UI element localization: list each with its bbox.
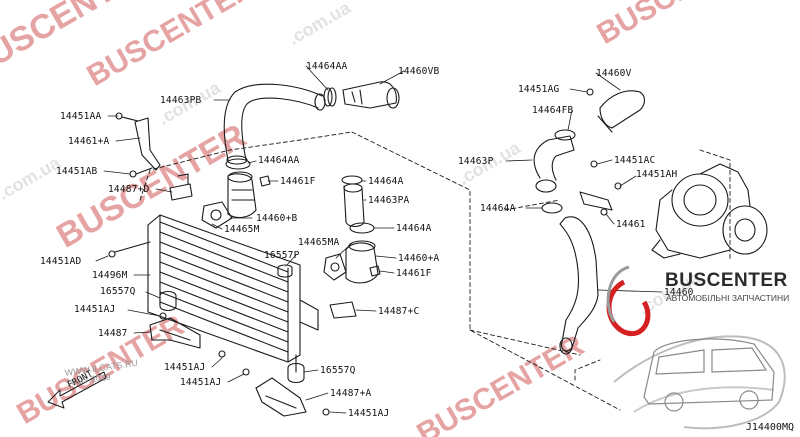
logo-arc <box>606 265 630 323</box>
callout-label[interactable]: 14464AA <box>306 61 348 72</box>
clamp-14464a-right <box>541 202 563 214</box>
mount-16557q-lower <box>287 362 305 384</box>
pipe-14460a <box>345 240 379 284</box>
callout-label[interactable]: 14451AJ <box>164 362 206 373</box>
callout-label[interactable]: 14460V <box>596 68 632 79</box>
callout-label[interactable]: 14487+A <box>330 388 372 399</box>
callout-label[interactable]: 14451AG <box>518 84 560 95</box>
bolt-14451ad <box>108 241 151 258</box>
bracket-14487d <box>169 173 193 201</box>
callout-label[interactable]: 14461F <box>280 176 316 187</box>
callout-label[interactable]: 14451AC <box>614 155 656 166</box>
brand-tagline: АВТОМОБІЛЬНІ ЗАПЧАСТИНИ <box>666 293 790 303</box>
callout-label[interactable]: 14464FB <box>532 105 574 116</box>
callout-label[interactable]: 14460+A <box>398 253 440 264</box>
pipe-14460b <box>227 171 257 219</box>
callout-label[interactable]: 14461+A <box>68 136 110 147</box>
callout-label[interactable]: 14464A <box>396 223 432 234</box>
logo-wave <box>613 335 786 430</box>
callout-label[interactable]: 14465M <box>224 224 260 235</box>
callout-label[interactable]: 14464AA <box>258 155 300 166</box>
callout-label[interactable]: 14461 <box>616 219 646 230</box>
intercooler-14496m <box>147 214 319 373</box>
callout-label[interactable]: 14460 <box>664 287 694 298</box>
callout-label[interactable]: 14451AJ <box>348 408 390 419</box>
bolt-14461f-lower <box>369 265 381 277</box>
callout-label[interactable]: 16557Q <box>100 286 136 297</box>
callout-label[interactable]: 14460+B <box>256 213 298 224</box>
logo-van <box>643 338 775 412</box>
bolts-14451aj <box>159 312 330 416</box>
figure-id: J14400MQ <box>745 422 794 433</box>
callout-label[interactable]: 14451AJ <box>74 304 116 315</box>
hose-14463pa <box>343 183 365 228</box>
hose-14463p <box>533 135 575 193</box>
bracket-14461a <box>115 112 161 178</box>
callout-label[interactable]: 14463P <box>458 156 494 167</box>
sensor-14461 <box>579 191 613 216</box>
callout-label[interactable]: 14451AB <box>56 166 98 177</box>
callout-label[interactable]: 14461F <box>396 268 432 279</box>
callout-label[interactable]: 14451AJ <box>180 377 222 388</box>
callout-label[interactable]: 14464A <box>480 203 516 214</box>
bracket-14487 <box>149 317 201 349</box>
mount-16557q-left <box>159 290 177 312</box>
pipe-14460 <box>559 216 599 355</box>
logo-swoosh <box>606 279 651 337</box>
bolt-14461f-upper <box>259 175 271 187</box>
callout-label[interactable]: 14460VB <box>398 66 440 77</box>
mount-16557p <box>277 264 293 278</box>
callout-label[interactable]: 14463PB <box>160 95 202 106</box>
pipe-14463pb <box>223 83 326 165</box>
callout-label[interactable]: 14464A <box>368 176 404 187</box>
bracket-14487a <box>255 377 307 417</box>
gasket-14465ma <box>323 253 347 281</box>
gasket-14465m <box>201 201 233 229</box>
callout-label[interactable]: 14463PA <box>368 195 410 206</box>
leader-lines <box>95 65 663 414</box>
clamp-14464aa-lower <box>225 158 251 170</box>
callout-label[interactable]: 14487+C <box>378 306 420 317</box>
logo-wave <box>633 386 775 413</box>
callout-label[interactable]: 14465MA <box>298 237 340 248</box>
front-arrow <box>47 371 107 409</box>
pipe-14460v <box>586 88 646 133</box>
callout-label[interactable]: 14487 <box>98 328 128 339</box>
clamp-14464fb <box>554 129 576 141</box>
clamp-14464a-upper <box>341 175 363 185</box>
brand-name: BUSCENTER <box>665 270 788 291</box>
callout-label[interactable]: 14451AH <box>636 169 678 180</box>
callout-label[interactable]: 14496M <box>92 270 128 281</box>
callout-label[interactable]: 14451AD <box>40 256 82 267</box>
callout-label[interactable]: 14451AA <box>60 111 102 122</box>
pipe-14460vb <box>342 81 400 109</box>
bracket-14487c <box>329 301 357 319</box>
callout-label[interactable]: 16557P <box>264 250 300 261</box>
callout-label[interactable]: 14487+D <box>108 184 150 195</box>
clamp-14464aa-upper <box>323 87 337 107</box>
callout-label[interactable]: 16557Q <box>320 365 356 376</box>
buscenter-logo <box>606 265 786 430</box>
turbocharger <box>651 163 768 259</box>
